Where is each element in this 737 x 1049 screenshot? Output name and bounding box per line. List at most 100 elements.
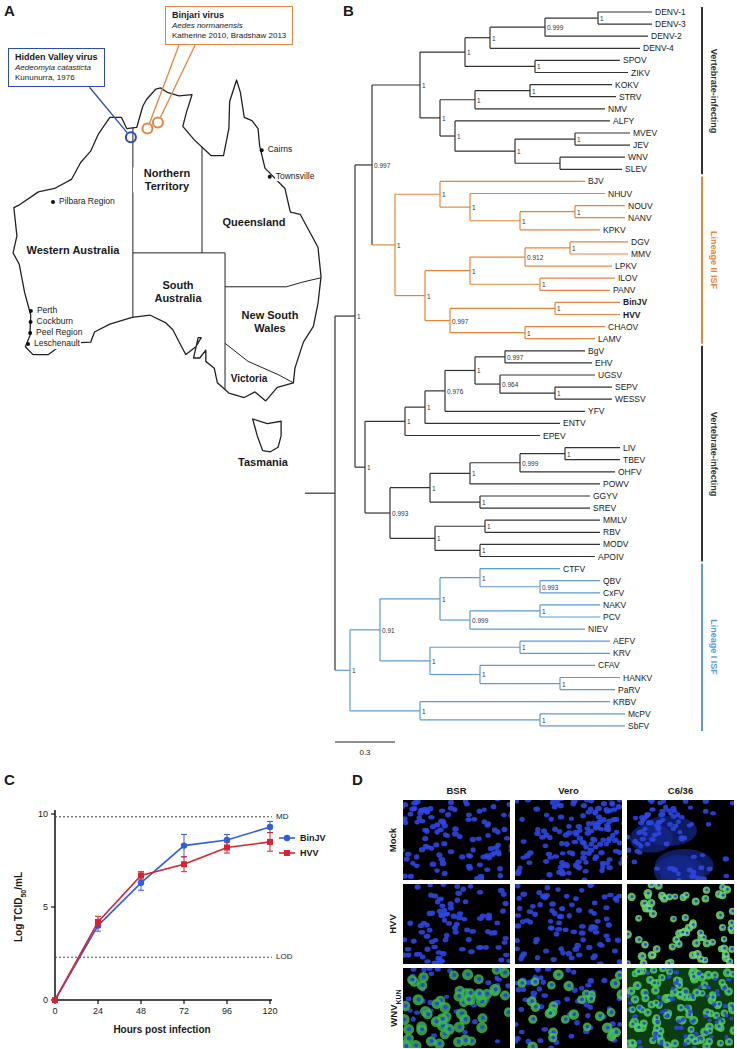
- infected-cell: [725, 1038, 733, 1046]
- nucleus: [644, 814, 649, 819]
- nucleus: [549, 926, 555, 931]
- nucleus: [455, 897, 461, 903]
- nucleus: [515, 1036, 521, 1041]
- nucleus: [494, 921, 500, 926]
- nucleus: [564, 997, 570, 1002]
- nucleus: [520, 981, 524, 985]
- nucleus: [643, 902, 646, 905]
- nucleus: [441, 1017, 445, 1021]
- support-value: 1: [437, 535, 441, 542]
- nucleus: [516, 896, 521, 901]
- nucleus: [684, 916, 687, 919]
- nucleus: [603, 905, 609, 910]
- nucleus: [659, 1001, 664, 1005]
- data-marker: [138, 880, 144, 886]
- infected-cell: [641, 941, 648, 948]
- figure-label: LOD: [276, 953, 292, 962]
- nucleus: [606, 838, 611, 843]
- infected-cell: [629, 1006, 636, 1013]
- nucleus: [551, 1035, 555, 1039]
- nucleus: [454, 884, 460, 889]
- tree-branch: [480, 495, 590, 496]
- nucleus: [504, 836, 510, 841]
- support-value: 1: [427, 404, 431, 411]
- nucleus: [604, 809, 610, 814]
- infected-cell: [477, 1013, 487, 1023]
- nucleus: [437, 828, 443, 833]
- nucleus: [534, 980, 538, 984]
- nucleus: [643, 827, 648, 832]
- nucleus: [559, 860, 565, 865]
- nucleus: [724, 1014, 728, 1018]
- micrograph-ground: [515, 884, 622, 964]
- nucleus: [671, 945, 674, 948]
- infected-cell: [474, 974, 484, 984]
- tree-branch: [390, 487, 430, 488]
- support-value: 1: [522, 644, 526, 651]
- nucleus: [728, 1040, 731, 1043]
- infected-cell: [654, 884, 662, 890]
- nucleus: [689, 874, 695, 879]
- nucleus: [424, 946, 430, 952]
- nucleus: [662, 968, 665, 970]
- infected-cell: [690, 973, 698, 981]
- support-value: 1: [422, 707, 426, 714]
- nucleus: [607, 800, 613, 801]
- tip-label: PCV: [603, 612, 620, 622]
- tree-branch: [355, 467, 365, 468]
- tree-branch: [515, 138, 575, 139]
- infected-cell: [595, 1011, 605, 1021]
- nucleus: [603, 934, 609, 939]
- tree-branch: [420, 117, 440, 118]
- micrograph: [403, 968, 510, 1048]
- nucleus: [469, 991, 473, 995]
- row-label: WNVKUN: [383, 989, 403, 1026]
- infected-cell: [610, 978, 620, 988]
- callout-box: Binjari virusAedes normanensisKatherine …: [165, 6, 293, 45]
- nucleus: [697, 985, 702, 989]
- nucleus: [498, 873, 504, 878]
- nucleus: [655, 1020, 660, 1024]
- nucleus: [683, 800, 689, 804]
- support-value: 1: [542, 607, 546, 614]
- micrograph-ground: [627, 968, 734, 1048]
- infected-cell: [586, 995, 595, 1004]
- nucleus: [517, 906, 522, 911]
- tree-branch: [485, 520, 600, 521]
- nucleus: [723, 856, 729, 861]
- nucleus: [452, 925, 458, 931]
- tip-label: BJV: [588, 176, 604, 186]
- nucleus: [424, 959, 430, 964]
- nucleus: [732, 973, 734, 976]
- infected-cell: [403, 1024, 414, 1035]
- tree-branch: [555, 302, 620, 303]
- nucleus: [707, 867, 713, 872]
- nucleus: [419, 819, 425, 823]
- support-value: 1: [532, 87, 536, 94]
- nucleus: [656, 1026, 659, 1029]
- nucleus: [403, 875, 404, 880]
- tree-branch: [440, 577, 480, 578]
- nucleus: [627, 854, 628, 859]
- nucleus: [468, 949, 475, 954]
- nucleus: [579, 986, 584, 991]
- infected-cell: [517, 978, 526, 987]
- nucleus: [571, 970, 577, 975]
- tree-branch: [372, 244, 395, 245]
- nucleus: [535, 968, 540, 973]
- figure-label: Hours post infection: [113, 1024, 210, 1036]
- tree-branch: [440, 99, 475, 100]
- infected-cell: [611, 1027, 621, 1037]
- nucleus: [690, 1020, 695, 1024]
- tree-branch: [540, 604, 600, 605]
- error-bar: [224, 842, 230, 853]
- infected-cell: [721, 1009, 729, 1017]
- nucleus: [548, 926, 554, 931]
- nucleus: [403, 820, 408, 825]
- nucleus: [704, 897, 707, 900]
- nucleus: [567, 913, 572, 919]
- nucleus: [530, 999, 534, 1003]
- tree-branch: [540, 725, 625, 726]
- nucleus: [542, 895, 548, 901]
- green-haze: [627, 968, 734, 1048]
